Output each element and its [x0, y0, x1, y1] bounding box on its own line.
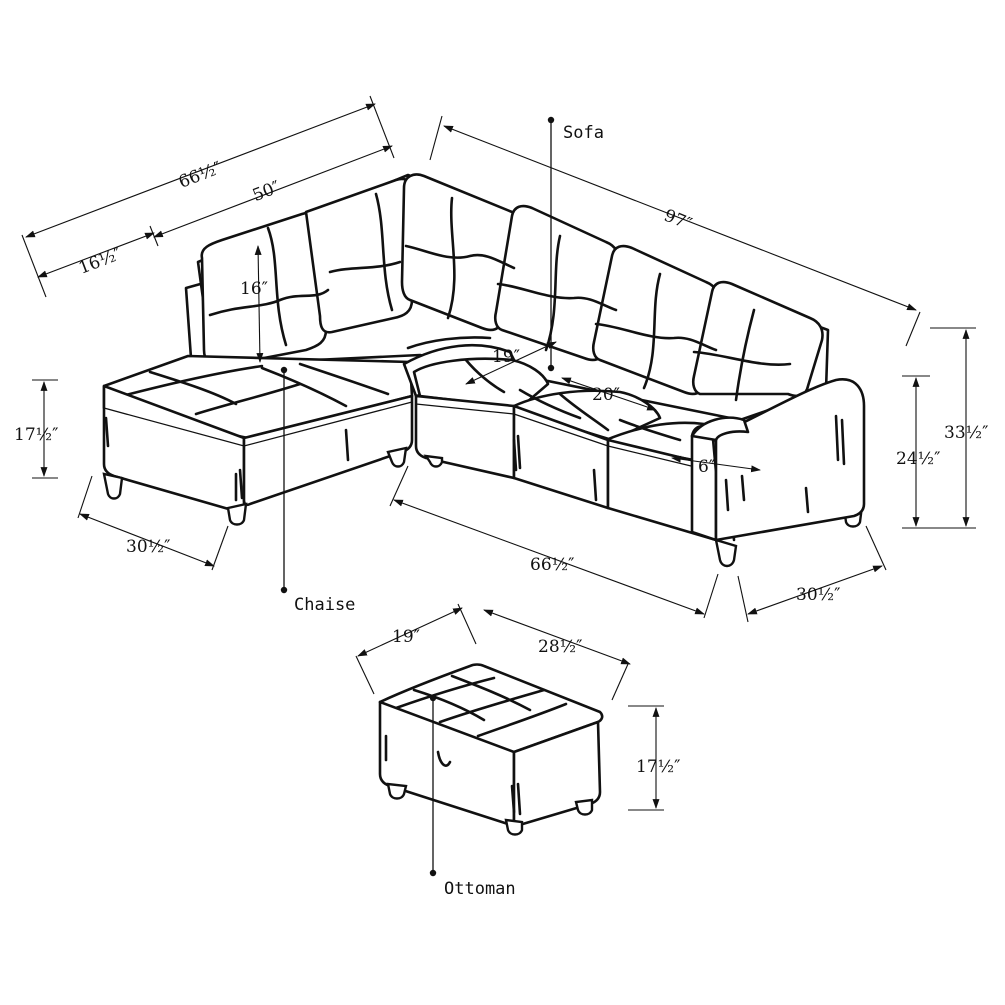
- label-chaise: Chaise: [294, 595, 355, 615]
- label-sofa: Sofa: [563, 123, 604, 143]
- dimension-lines: [21, 95, 976, 811]
- dim-sofa-seat-depth: 19″: [492, 347, 520, 367]
- dim-chaise-inner-length: 50″: [250, 177, 283, 206]
- component-labels: Sofa Chaise Ottoman: [294, 123, 604, 899]
- dim-arm-width: 6″: [698, 457, 715, 477]
- dim-chaise-seat-height: 17½″: [14, 425, 58, 445]
- dimension-labels: 66½″ 50″ 16½″ 97″ 16″ 17½″ 30½″ 19″ 20″ …: [14, 158, 988, 777]
- dim-back-cushion-height: 16″: [240, 279, 268, 299]
- dim-chaise-width: 30½″: [126, 537, 170, 557]
- dim-sofa-front-length: 66½″: [530, 555, 574, 575]
- dim-arm-height: 24½″: [896, 449, 940, 469]
- dim-ottoman-depth: 19″: [392, 627, 420, 647]
- chaise-seat: [102, 354, 414, 526]
- dim-chaise-arm-length: 16½″: [76, 244, 125, 279]
- label-ottoman: Ottoman: [444, 879, 516, 899]
- dim-ottoman-length: 28½″: [538, 637, 582, 657]
- dim-sofa-seat-width: 20″: [592, 385, 620, 405]
- dim-chaise-total-length: 66½″: [176, 158, 225, 193]
- sectional-sofa-drawing: [102, 173, 866, 568]
- dim-total-height: 33½″: [944, 423, 988, 443]
- dim-sofa-depth: 30½″: [796, 585, 840, 605]
- ottoman-drawing: [378, 663, 604, 836]
- dim-sofa-length: 97″: [661, 206, 694, 235]
- dim-ottoman-height: 17½″: [636, 757, 680, 777]
